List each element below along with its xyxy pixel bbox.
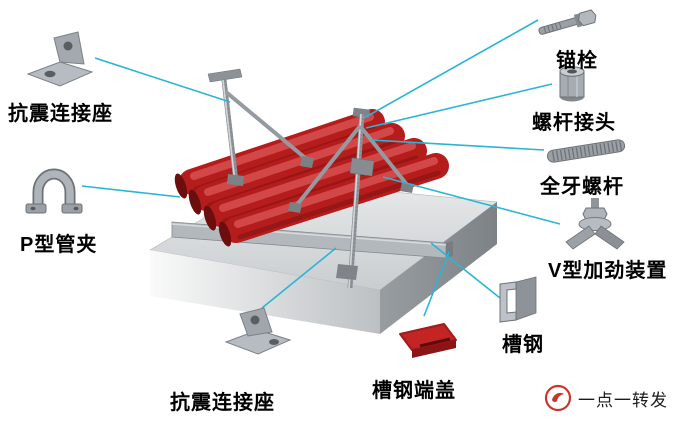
callout-lines: [81, 19, 561, 317]
label-connector-top: 抗震连接座: [8, 103, 113, 125]
right-hanger-rod: [288, 107, 414, 289]
watermark-text: 一点一转发: [578, 390, 668, 410]
label-channel: 槽钢: [502, 334, 544, 356]
callout-p-clamp: [81, 185, 181, 198]
channel-end-cap-icon: [390, 318, 462, 360]
label-end-cap: 槽钢端盖: [372, 380, 456, 402]
watermark-logo-icon: [544, 384, 572, 412]
callout-v-device: [382, 176, 561, 225]
callout-connector-top: [94, 57, 231, 103]
rod-coupler-icon: [552, 64, 592, 104]
callout-end-cap: [423, 251, 450, 317]
label-v-device: V型加劲装置: [548, 260, 668, 282]
label-rod-coupler: 螺杆接头: [532, 112, 616, 134]
label-connector-bottom: 抗震连接座: [170, 392, 275, 414]
v-stiffener-icon: [560, 196, 630, 252]
callout-anchor-bolt: [363, 19, 539, 119]
callout-threaded-rod: [370, 139, 545, 151]
v-stiffener-on-rod: [349, 157, 375, 177]
label-anchor-bolt: 锚栓: [556, 50, 598, 72]
left-hanger-rod: [207, 68, 314, 186]
bottom-connector-on-rod: [336, 264, 358, 280]
label-p-clamp: P型管夹: [20, 234, 98, 256]
callout-connector-bottom: [261, 247, 337, 309]
seismic-connector-icon-bottom: [218, 302, 296, 366]
pipes: [174, 109, 449, 247]
p-clamp-icon: [24, 146, 84, 218]
threaded-rod-icon: [544, 134, 628, 168]
seismic-connector-icon-top: [22, 28, 102, 90]
watermark: 一点一转发: [544, 384, 668, 412]
c-channel-icon: [494, 274, 544, 324]
anchor-bolt-icon: [536, 4, 606, 42]
callout-rod-coupler: [365, 83, 553, 129]
label-threaded-rod: 全牙螺杆: [540, 176, 624, 198]
callout-channel: [430, 242, 501, 299]
